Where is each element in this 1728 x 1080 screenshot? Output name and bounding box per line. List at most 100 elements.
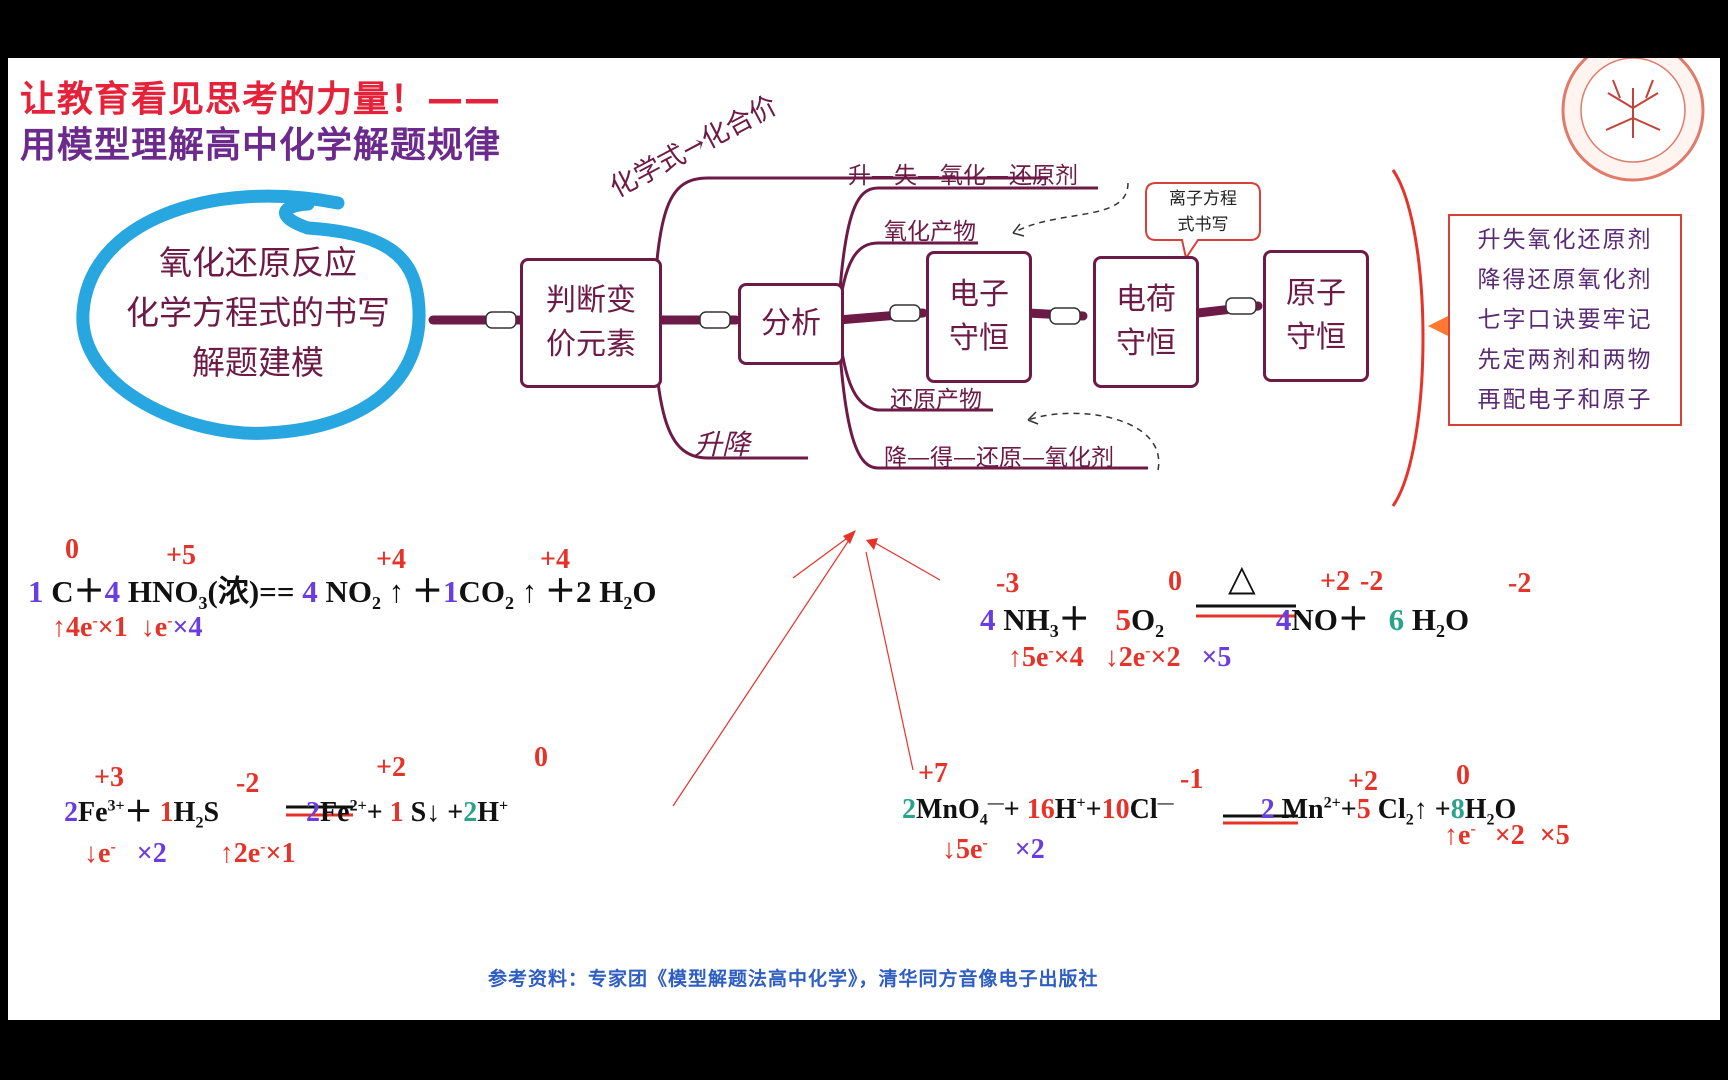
eq3-Fe2-sup: 2+ — [349, 797, 367, 815]
eq3-coef-H2S: 1 — [159, 797, 174, 828]
eq4-Cl2: Cl — [1377, 794, 1406, 825]
center-topic-line3: 解题建模 — [192, 343, 324, 382]
eq3-e2-sup: - — [260, 838, 266, 856]
eq2-NH3: NH — [1003, 602, 1050, 637]
node-analyze-label: 分析 — [761, 306, 821, 341]
node-analyze: 分析 — [738, 283, 844, 365]
eq2-e2: ↓2e — [1104, 642, 1146, 673]
eq1-C: C — [51, 574, 74, 609]
mnemonic-line-2: 降得还原氧化剂 — [1477, 267, 1653, 293]
eq2-O2: O — [1131, 602, 1156, 637]
eq1-HNO3: HNO — [127, 574, 199, 609]
eq3-Fe2: Fe — [320, 797, 350, 828]
eq1-NO2: NO — [325, 574, 373, 609]
eq2-ox-N: -3 — [996, 568, 1020, 599]
eq4-Mn: Mn — [1281, 794, 1324, 825]
eq4-coef-MnO4: 2 — [902, 794, 916, 825]
eq4-MnO4: MnO — [916, 794, 980, 825]
eq3-equation: 2Fe3+＋ 1H2S 2Fe2++ 1 S↓ +2H+ — [64, 790, 508, 833]
node-charge-conservation: 电荷守恒 — [1093, 256, 1199, 388]
eq3-H2S-S: S — [203, 797, 220, 828]
eq4-e3: ×5 — [1539, 820, 1570, 851]
callout-ionic-equation: 离子方程 式书写 — [1148, 186, 1258, 238]
eq4-Cl2-sub: 2 — [1405, 811, 1414, 829]
eq1-CO2: CO — [458, 574, 506, 609]
eq2-coef-H2O: 6 — [1388, 602, 1405, 637]
eq2-plus1: ＋ — [1058, 602, 1090, 637]
eq1-e1-sup: - — [92, 612, 98, 630]
eq3-e1: ↓e — [84, 838, 111, 869]
eq3-e2: ↑2e — [219, 838, 261, 869]
node-electron-label: 电子守恒 — [949, 277, 1009, 356]
eq3-ox-S0: 0 — [534, 742, 548, 773]
eq2-e3: ×5 — [1201, 642, 1232, 673]
eq4-e2-sup: - — [1470, 820, 1476, 838]
eq1-ox-N: +5 — [166, 540, 196, 571]
mnemonic-line-1: 升失氧化还原剂 — [1477, 227, 1653, 253]
eq2-H2O-sub: 2 — [1436, 621, 1445, 642]
eq2-heat-symbol: △ — [1228, 558, 1256, 599]
eq3-e2-mul: ×1 — [265, 838, 296, 869]
eq1-e2: ↓e — [140, 612, 168, 643]
eq2-NH3-sub: 3 — [1049, 621, 1059, 642]
eq3-Fe-sup: 3+ — [107, 797, 125, 815]
header-title-line2: 用模型理解高中化学解题规律 — [20, 125, 502, 166]
eq4-coef-Cl: 10 — [1101, 794, 1130, 825]
slide: 让教育看见思考的力量！—— 用模型理解高中化学解题规律 氧化还原反应 化学方程式… — [8, 58, 1720, 1020]
eq4-equation: 2MnO4—+ 16H++10Cl— 2 Mn2++5 Cl2↑ +8H2O — [902, 794, 1516, 830]
eq4-MnO4-sub: 4 — [979, 811, 988, 829]
eq4-plus1: + — [1003, 794, 1020, 825]
eq3-coef-Fe2: 2 — [306, 797, 321, 828]
eq2-ox-NO-O: -2 — [1360, 566, 1384, 597]
eq4-coef-H2O: 8 — [1450, 794, 1465, 825]
eq4-MnO4-sup: — — [987, 794, 1004, 812]
center-topic-line1: 氧化还原反应 — [159, 243, 357, 282]
eq4-e1-mul: ×2 — [1014, 834, 1045, 865]
branch-rise-chain: 升—失—氧化—还原剂 — [848, 163, 1078, 189]
eq2-ox-H2O-O: -2 — [1508, 568, 1532, 599]
eq2-NO: NO — [1291, 602, 1338, 637]
eq3-e1-mul: ×2 — [136, 838, 167, 869]
mnemonic-line-4: 先定两剂和两物 — [1477, 347, 1653, 373]
eq2-e2-sup: - — [1145, 642, 1151, 660]
eq3-coef-H: 2 — [463, 797, 478, 828]
eq3-coef-Fe: 2 — [64, 797, 78, 828]
footer-reference: 参考资料：专家团《模型解题法高中化学》，清华同方音像电子出版社 — [488, 968, 1099, 990]
callout-line2: 式书写 — [1177, 215, 1229, 235]
eq2-coef-O2: 5 — [1115, 602, 1132, 637]
node-atom-label: 原子守恒 — [1286, 276, 1346, 355]
node-electron-conservation: 电子守恒 — [926, 251, 1032, 383]
eq4-H2O-O: O — [1494, 794, 1517, 825]
eq3-plus2: + — [366, 797, 383, 828]
eq2-plus2: ＋ — [1337, 602, 1369, 637]
eq2-e1-mul: ×4 — [1053, 642, 1084, 673]
eq1-coef-C: 1 — [28, 574, 44, 609]
eq3-coef-S: 1 — [389, 797, 404, 828]
eq2-e1: ↑5e — [1008, 642, 1049, 673]
eq1-ox-C: 0 — [65, 534, 79, 565]
eq1-conc: (浓)== — [207, 574, 295, 609]
eq4-H-sup: + — [1076, 794, 1086, 812]
eq1-coef-NO2: 4 — [302, 574, 318, 609]
eq2-e2-mul: ×2 — [1150, 642, 1181, 673]
eq1-up1: ↑ ＋ — [388, 574, 443, 609]
node-judge-label: 判断变价元素 — [546, 283, 636, 362]
eq4-coef-Cl2: 5 — [1356, 794, 1371, 825]
eq1-HNO3-sub: 3 — [198, 593, 208, 614]
node-atom-conservation: 原子守恒 — [1263, 250, 1369, 382]
eq2-coef-NO: 4 — [1275, 602, 1292, 637]
node-judge-valence-element: 判断变价元素 — [520, 258, 662, 388]
branch-fall-chain: 降—得—还原—氧化剂 — [884, 445, 1114, 471]
eq2-O2-sub: 2 — [1155, 621, 1165, 642]
eq3-plus1: ＋ — [124, 797, 153, 828]
eq1-ox-NO2: +4 — [376, 544, 406, 575]
eq4-ox-Mn: +7 — [918, 758, 948, 789]
eq3-H: H — [477, 797, 499, 828]
eq2-electron-transfer: ↑5e-×4 ↓2e-×2 ×5 — [1008, 642, 1231, 674]
eq4-electron-transfer-2: ↑e- ×2 ×5 — [1444, 820, 1570, 852]
mnemonic-box: 升失氧化还原剂 降得还原氧化剂 七字口诀要牢记 先定两剂和两物 再配电子和原子 — [1448, 214, 1682, 426]
eq4-plus2: + — [1085, 794, 1102, 825]
branch-rise-fall: 升降 — [694, 428, 751, 461]
eq4-ox-Cl: -1 — [1180, 764, 1204, 795]
mindmap-connectors — [76, 58, 1705, 825]
